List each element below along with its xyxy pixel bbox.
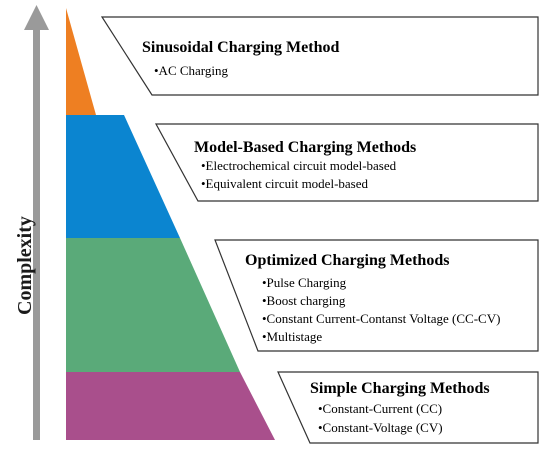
item-simple-2: •Constant-Voltage (CV) [318, 420, 443, 435]
pyramid-layer-model-based [66, 115, 180, 238]
box-sinusoidal [100, 16, 539, 96]
item-optimized-3: •Constant Current-Contanst Voltage (CC-C… [262, 311, 500, 326]
title-optimized: Optimized Charging Methods [245, 252, 449, 269]
box-model-based [154, 123, 539, 202]
complexity-arrow [24, 5, 49, 440]
arrow-shaft [33, 26, 40, 440]
label-boxes [100, 16, 539, 444]
box-texts: Sinusoidal Charging Method •AC Charging … [142, 39, 500, 435]
item-optimized-4: •Multistage [262, 329, 322, 344]
box-optimized [214, 239, 539, 352]
title-model-based: Model-Based Charging Methods [194, 139, 416, 156]
item-simple-1: •Constant-Current (CC) [318, 401, 442, 416]
item-sinusoidal-1: •AC Charging [154, 63, 229, 78]
title-simple: Simple Charging Methods [310, 380, 490, 397]
pyramid-layer-simple [66, 372, 275, 440]
item-optimized-1: •Pulse Charging [262, 275, 347, 290]
pyramid-layer-optimized [66, 238, 240, 372]
title-sinusoidal: Sinusoidal Charging Method [142, 39, 339, 56]
pyramid [66, 8, 275, 440]
pyramid-layer-sinusoidal [66, 8, 96, 115]
item-model-based-2: •Equivalent circuit model-based [201, 176, 368, 191]
box-simple [277, 371, 539, 444]
complexity-axis-label: Complexity [14, 216, 36, 315]
arrow-head [24, 5, 49, 30]
item-model-based-1: •Electrochemical circuit model-based [201, 158, 397, 173]
item-optimized-2: •Boost charging [262, 293, 346, 308]
